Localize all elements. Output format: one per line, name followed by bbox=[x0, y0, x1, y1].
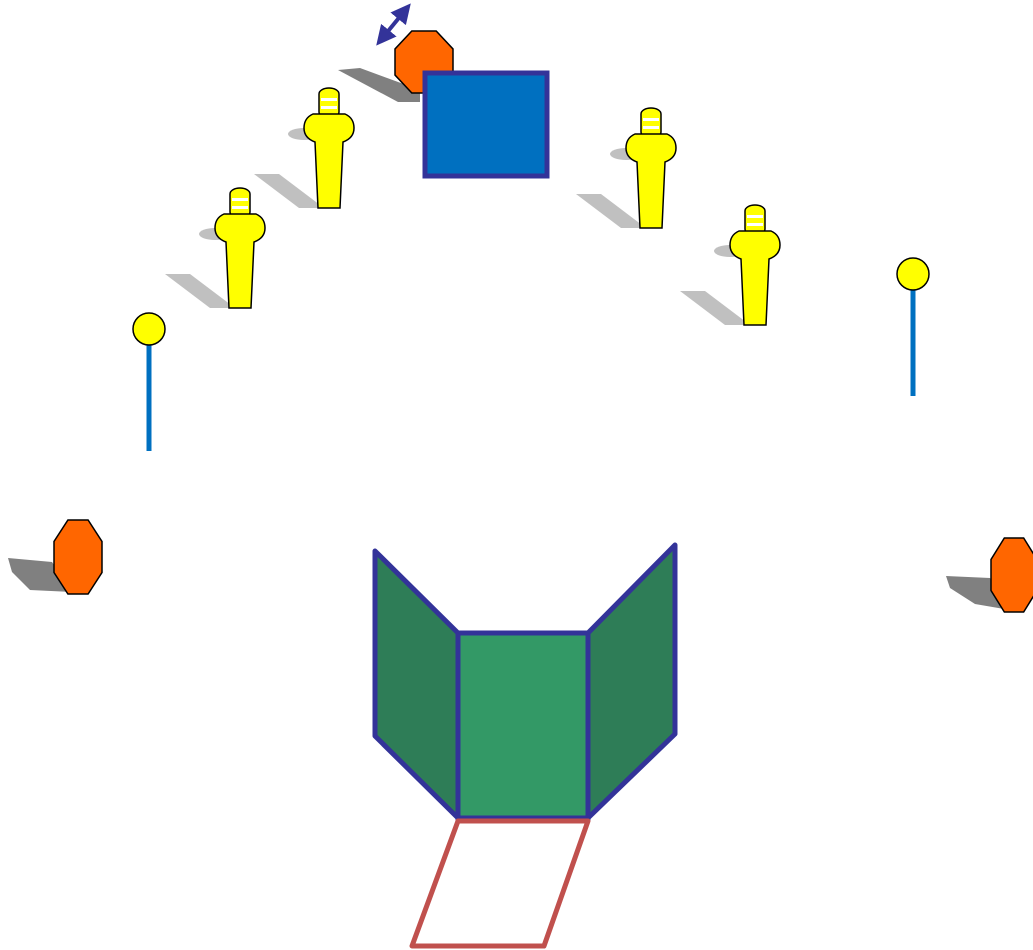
paper-target-2 bbox=[165, 187, 266, 309]
steel-plate-left-shadow bbox=[8, 558, 72, 592]
steel-plate-right-plate bbox=[990, 537, 1033, 613]
paper-target-1-band bbox=[321, 106, 337, 109]
paper-target-2-band bbox=[232, 198, 248, 201]
popper-right-pole bbox=[910, 288, 916, 396]
paper-target-1-body bbox=[303, 113, 355, 209]
paper-target-4-shadow bbox=[680, 291, 750, 325]
paper-target-4-body bbox=[729, 230, 781, 326]
wall-center-panel bbox=[455, 630, 591, 821]
paper-target-2-shadow bbox=[165, 274, 235, 308]
popper-left bbox=[132, 312, 166, 451]
paper-target-1-band bbox=[321, 98, 337, 101]
steel-plate-left-plate bbox=[53, 519, 103, 595]
steel-plate-top-shadow bbox=[338, 68, 420, 102]
wall-right-panel bbox=[585, 542, 678, 821]
wall-left-panel bbox=[372, 548, 461, 821]
paper-target-2-body bbox=[214, 213, 266, 309]
paper-target-2-band bbox=[232, 206, 248, 209]
shooting-wall bbox=[372, 542, 678, 821]
barricade-box bbox=[422, 70, 550, 179]
popper-right bbox=[896, 257, 930, 396]
paper-target-3-band bbox=[643, 126, 659, 129]
paper-target-4-band bbox=[747, 223, 763, 226]
popper-left-ball bbox=[132, 312, 166, 346]
paper-target-1 bbox=[254, 87, 355, 209]
paper-target-4-band bbox=[747, 215, 763, 218]
paper-target-3-shadow bbox=[576, 194, 646, 228]
steel-plate-left bbox=[8, 519, 103, 595]
steel-plate-right bbox=[946, 537, 1033, 613]
paper-target-1-shadow bbox=[254, 174, 324, 208]
popper-left-pole bbox=[146, 343, 152, 451]
popper-right-ball bbox=[896, 257, 930, 291]
paper-target-4 bbox=[680, 204, 781, 326]
paper-target-3 bbox=[576, 107, 677, 229]
paper-target-3-band bbox=[643, 118, 659, 121]
paper-target-3-body bbox=[625, 133, 677, 229]
double-arrow-icon bbox=[376, 3, 411, 46]
fault-line-box bbox=[409, 818, 591, 949]
